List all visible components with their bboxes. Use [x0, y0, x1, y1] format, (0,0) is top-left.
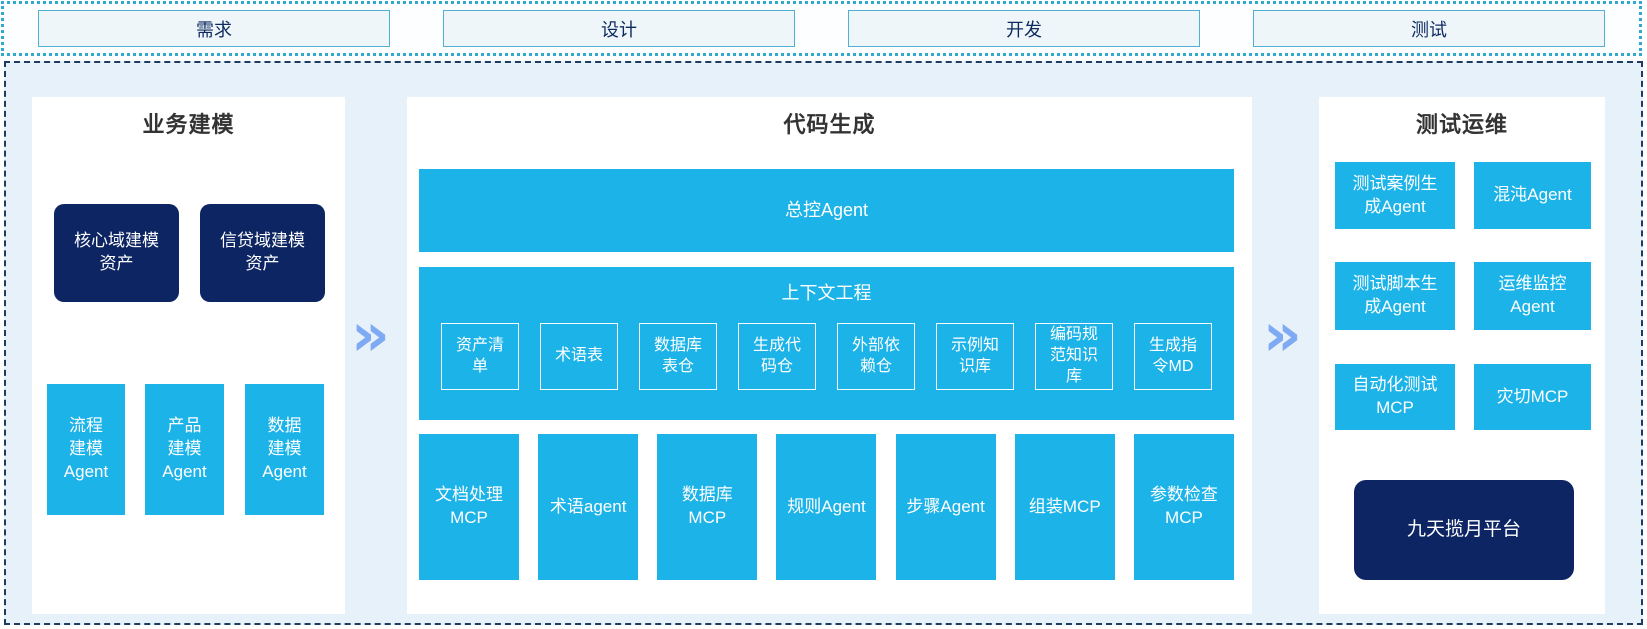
box-generated-code-repo: 生成代 码仓 — [738, 323, 816, 390]
box-document-processing-mcp: 文档处理 MCP — [419, 434, 519, 580]
box-coding-standard-knowledge-base: 编码规 范知识 库 — [1035, 323, 1113, 390]
panel-title-test-operations: 测试运维 — [1415, 112, 1508, 137]
box-automated-testing-mcp: 自动化测试 MCP — [1335, 364, 1455, 430]
box-example-knowledge-base: 示例知 识库 — [936, 323, 1014, 390]
section-title-context-engineering: 上下文工程 — [781, 283, 872, 303]
box-rule-agent: 规则Agent — [776, 434, 877, 580]
box-assembly-mcp: 组装MCP — [1014, 434, 1115, 580]
phase-box-development: 开发 — [848, 10, 1200, 47]
mcp-agent-row: 文档处理 MCP 术语agent 数据库 MCP 规则Agent 步骤Agent… — [419, 434, 1234, 580]
box-test-script-generation-agent: 测试脚本生 成Agent — [1335, 262, 1455, 330]
phase-box-requirements: 需求 — [38, 10, 390, 47]
box-test-case-generation-agent: 测试案例生 成Agent — [1335, 162, 1455, 229]
panel-title-business-modeling: 业务建模 — [142, 112, 235, 137]
box-external-dependency-repo: 外部依 赖仓 — [837, 323, 915, 390]
box-data-modeling-agent: 数据 建模 Agent — [245, 384, 324, 515]
panel-test-operations: 测试运维 测试案例生 成Agent 混沌Agent 测试脚本生 成Agent 运… — [1319, 97, 1605, 614]
box-step-agent: 步骤Agent — [895, 434, 996, 580]
phase-box-design: 设计 — [443, 10, 795, 47]
double-chevron-icon: » — [351, 300, 390, 370]
context-engineering-items: 资产清 单 术语表 数据库 表仓 生成代 码仓 外部依 赖仓 示例知 识库 编码… — [419, 323, 1234, 390]
box-glossary: 术语表 — [540, 323, 618, 390]
box-chaos-agent: 混沌Agent — [1474, 162, 1591, 229]
bar-master-control-agent: 总控Agent — [419, 169, 1234, 252]
box-disaster-switch-mcp: 灾切MCP — [1474, 364, 1591, 430]
box-core-domain-modeling-assets: 核心域建模 资产 — [54, 204, 179, 302]
section-context-engineering: 上下文工程 资产清 单 术语表 数据库 表仓 生成代 码仓 外部依 赖仓 示例知… — [419, 267, 1234, 420]
box-parameter-check-mcp: 参数检查 MCP — [1133, 434, 1234, 580]
double-chevron-icon: » — [1263, 300, 1302, 370]
box-generation-instruction-md: 生成指 令MD — [1134, 323, 1212, 390]
box-process-modeling-agent: 流程 建模 Agent — [47, 384, 125, 515]
box-ops-monitoring-agent: 运维监控 Agent — [1474, 262, 1591, 330]
panel-code-generation: 代码生成 总控Agent 上下文工程 资产清 单 术语表 数据库 表仓 生成代 … — [407, 97, 1252, 614]
box-glossary-agent: 术语agent — [538, 434, 639, 580]
box-jiutian-lanyue-platform: 九天揽月平台 — [1354, 480, 1574, 580]
panel-business-modeling: 业务建模 核心域建模 资产 信贷域建模 资产 流程 建模 Agent 产品 建模… — [32, 97, 345, 614]
box-product-modeling-agent: 产品 建模 Agent — [145, 384, 224, 515]
box-database-table-repo: 数据库 表仓 — [639, 323, 717, 390]
box-asset-list: 资产清 单 — [441, 323, 519, 390]
box-database-mcp: 数据库 MCP — [657, 434, 758, 580]
panel-title-code-generation: 代码生成 — [783, 112, 876, 137]
phase-box-testing: 测试 — [1253, 10, 1605, 47]
phase-strip: 需求 设计 开发 测试 — [1, 1, 1642, 56]
main-container: 业务建模 核心域建模 资产 信贷域建模 资产 流程 建模 Agent 产品 建模… — [4, 61, 1643, 625]
box-credit-domain-modeling-assets: 信贷域建模 资产 — [200, 204, 325, 302]
